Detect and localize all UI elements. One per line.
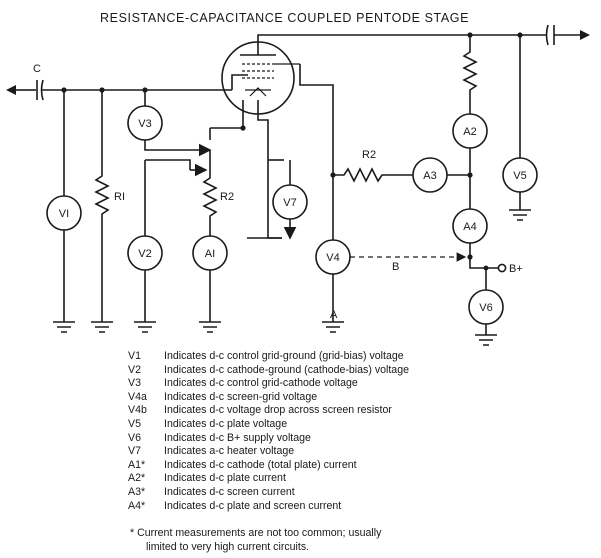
legend-text: Indicates d-c plate and screen current — [164, 499, 342, 512]
legend-text: Indicates d-c cathode (total plate) curr… — [164, 458, 357, 471]
legend-row: V3 Indicates d-c control grid-cathode vol… — [128, 377, 409, 391]
legend-key: V4a — [128, 390, 147, 403]
legend-key: A2* — [128, 472, 146, 485]
svg-text:V4: V4 — [326, 252, 339, 264]
footnote-line-2: limited to very high current circuits. — [146, 540, 310, 553]
svg-text:A3: A3 — [423, 170, 436, 182]
svg-text:V5: V5 — [513, 170, 526, 182]
meter-a2: A2 — [452, 113, 488, 149]
svg-text:V2: V2 — [138, 248, 151, 260]
legend-key: V5 — [128, 417, 141, 430]
meter-a3: A3 — [412, 157, 448, 193]
resistor-r1-label: RI — [114, 191, 125, 203]
legend-key: V6 — [128, 431, 141, 444]
meter-v5: V5 — [502, 157, 538, 193]
svg-text:VI: VI — [59, 208, 69, 220]
legend-key: A4* — [128, 499, 146, 512]
legend-key: V2 — [128, 363, 141, 376]
legend-text: Indicates d-c screen-grid voltage — [164, 390, 318, 403]
meter-v6: V6 — [468, 289, 504, 325]
meter-a4: A4 — [452, 208, 488, 244]
legend-row: A1* Indicates d-c cathode (total plate) c… — [128, 459, 409, 473]
b-plus-label: B+ — [509, 263, 523, 275]
capacitor-c — [28, 79, 232, 101]
pentode-tube — [221, 34, 470, 115]
svg-text:V7: V7 — [283, 197, 296, 209]
legend-key: V1 — [128, 350, 141, 362]
legend-row: A2* Indicates d-c plate current — [128, 472, 409, 486]
footnote: * Current measurements are not too commo… — [130, 527, 381, 554]
legend-row: V2 Indicates d-c cathode-ground (cathode-… — [128, 364, 409, 378]
legend-text: Indicates d-c B+ supply voltage — [164, 431, 311, 444]
legend-row: V4a Indicates d-c screen-grid voltage — [128, 391, 409, 405]
legend: V1 Indicates d-c control grid-ground (gri… — [128, 350, 409, 513]
svg-text:A2: A2 — [463, 126, 476, 138]
legend-text: Indicates d-c control grid-cathode volta… — [164, 377, 358, 390]
resistor-r2-cathode-label: R2 — [220, 191, 234, 203]
legend-text: Indicates d-c control grid-ground (grid-… — [164, 350, 404, 362]
meter-v1: VI — [46, 195, 82, 231]
legend-key: V4b — [128, 404, 147, 417]
legend-key: V3 — [128, 377, 141, 390]
legend-text: Indicates d-c plate voltage — [164, 417, 288, 430]
meter-v3: V3 — [127, 105, 163, 141]
legend-row: V6 Indicates d-c B+ supply voltage — [128, 432, 409, 446]
legend-row: V4b Indicates d-c voltage drop across scr… — [128, 404, 409, 418]
svg-text:A4: A4 — [463, 221, 476, 233]
meter-v4: V4 — [315, 239, 351, 275]
footnote-line-1: * Current measurements are not too commo… — [130, 527, 382, 539]
meter-a1: AI — [192, 235, 228, 271]
meter-v2: V2 — [127, 235, 163, 271]
svg-text:V3: V3 — [138, 118, 151, 130]
ground-symbol — [53, 321, 75, 333]
point-a-label: A — [330, 309, 338, 321]
legend-text: Indicates a-c heater voltage — [164, 445, 295, 458]
diagram-title: RESISTANCE-CAPACITANCE COUPLED PENTODE S… — [100, 11, 469, 25]
svg-text:V6: V6 — [479, 302, 492, 314]
meter-v7: V7 — [272, 184, 308, 220]
input-terminal — [6, 85, 28, 95]
legend-row: A3* Indicates d-c screen current — [128, 486, 409, 500]
legend-text: Indicates d-c cathode-ground (cathode-bi… — [164, 363, 409, 376]
legend-row: V1 Indicates d-c control grid-ground (gri… — [128, 350, 409, 364]
legend-text: Indicates d-c screen current — [164, 485, 295, 498]
legend-key: A1* — [128, 458, 146, 471]
capacitor-c-label: C — [33, 63, 41, 75]
legend-text: Indicates d-c plate current — [164, 472, 286, 485]
legend-row: V7 Indicates a-c heater voltage — [128, 445, 409, 459]
legend-row: V5 Indicates d-c plate voltage — [128, 418, 409, 432]
legend-row: A4* Indicates d-c plate and screen curren… — [128, 500, 409, 514]
output-capacitor — [545, 24, 590, 46]
svg-text:AI: AI — [205, 248, 215, 260]
point-b-label: B — [392, 261, 399, 273]
resistor-r2-screen-label: R2 — [362, 149, 376, 161]
legend-key: A3* — [128, 485, 146, 498]
legend-key: V7 — [128, 445, 141, 458]
legend-text: Indicates d-c voltage drop across screen… — [164, 404, 392, 417]
